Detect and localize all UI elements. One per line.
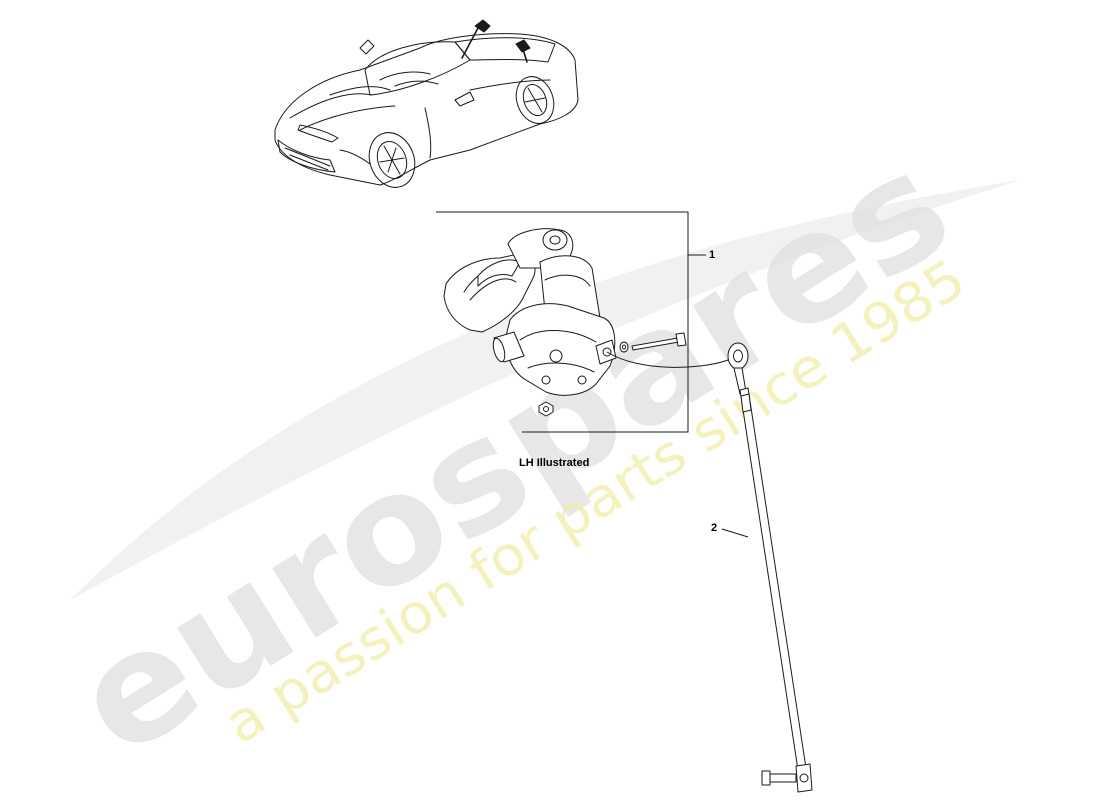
height-sensor-assembly — [443, 228, 687, 417]
car-illustration — [274, 19, 579, 188]
connection-line — [606, 351, 729, 368]
lh-illustrated-caption: LH Illustrated — [519, 457, 590, 469]
watermark: eurospares a passion for parts since 198… — [47, 118, 1020, 791]
callout-1: 1 — [709, 249, 716, 261]
callout-leader-2 — [721, 528, 749, 538]
watermark-brand: eurospares — [47, 118, 979, 790]
assembly-bracket — [436, 211, 706, 433]
link-rod — [727, 342, 813, 793]
callout-2: 2 — [711, 522, 718, 534]
